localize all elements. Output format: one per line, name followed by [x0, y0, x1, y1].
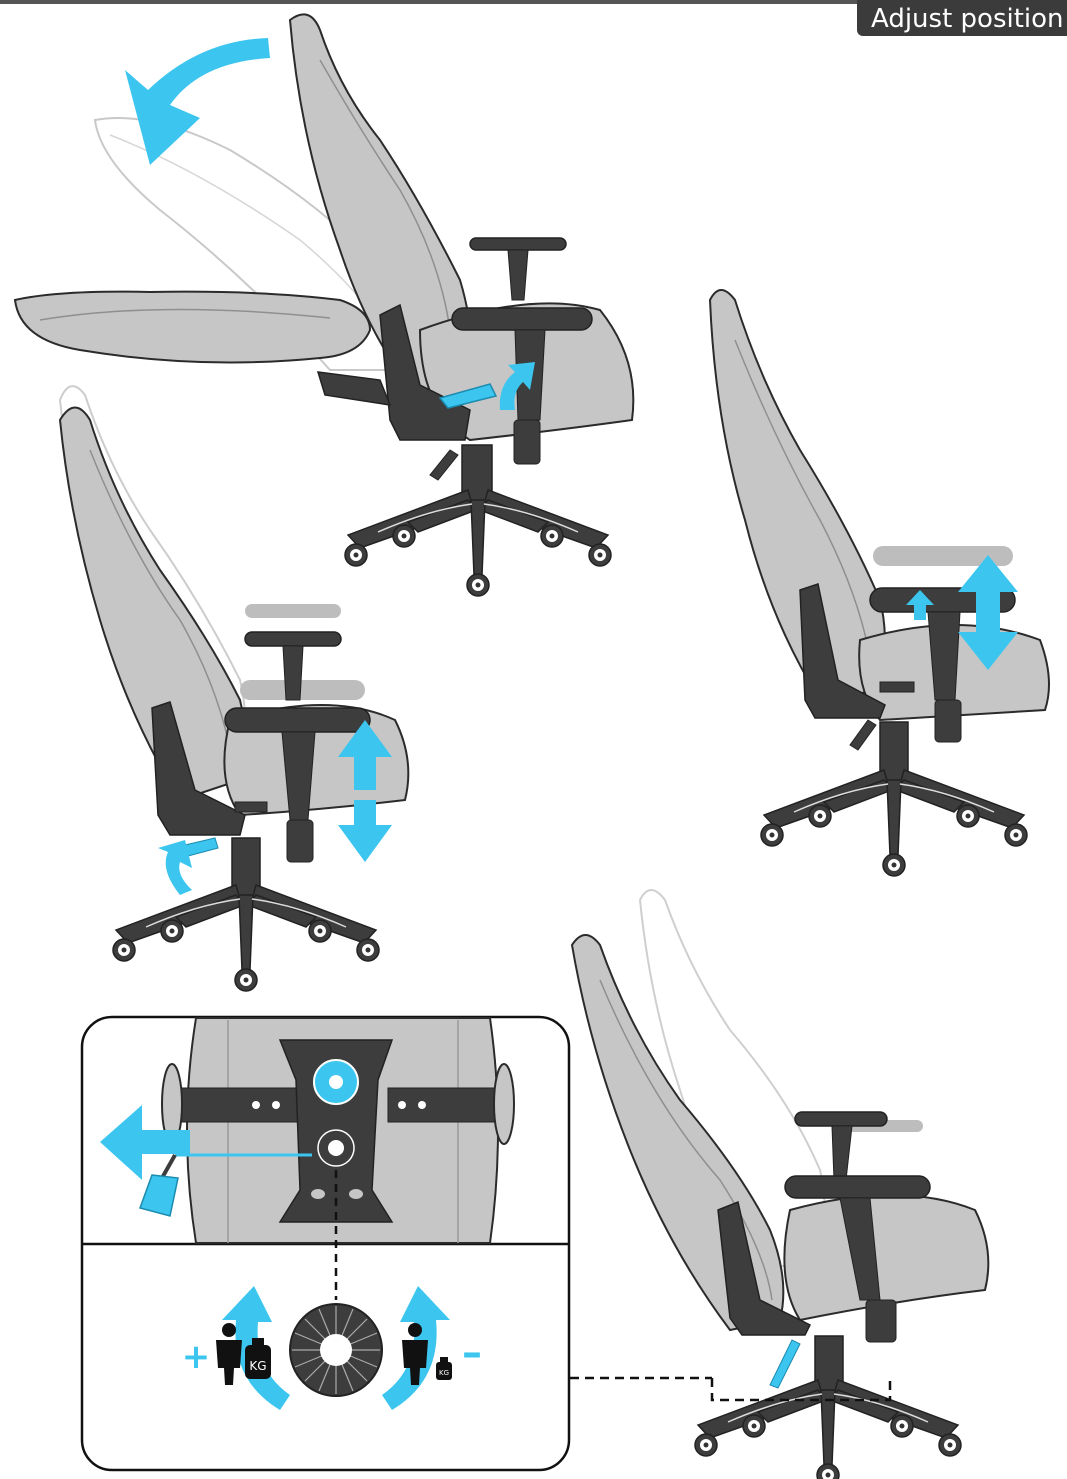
plus-sign: + [182, 1337, 211, 1377]
lever-arrow-icon [158, 840, 192, 895]
weight-label-small: KG [439, 1369, 449, 1377]
tension-detail-panel [82, 1017, 569, 1470]
minus-sign: – [462, 1330, 482, 1376]
recline-arrow-icon [125, 38, 270, 165]
tension-knob-icon [290, 1304, 382, 1396]
weight-label: KG [249, 1359, 266, 1373]
chair-height-figure [60, 386, 408, 991]
chair-tilt-figure [572, 890, 988, 1479]
